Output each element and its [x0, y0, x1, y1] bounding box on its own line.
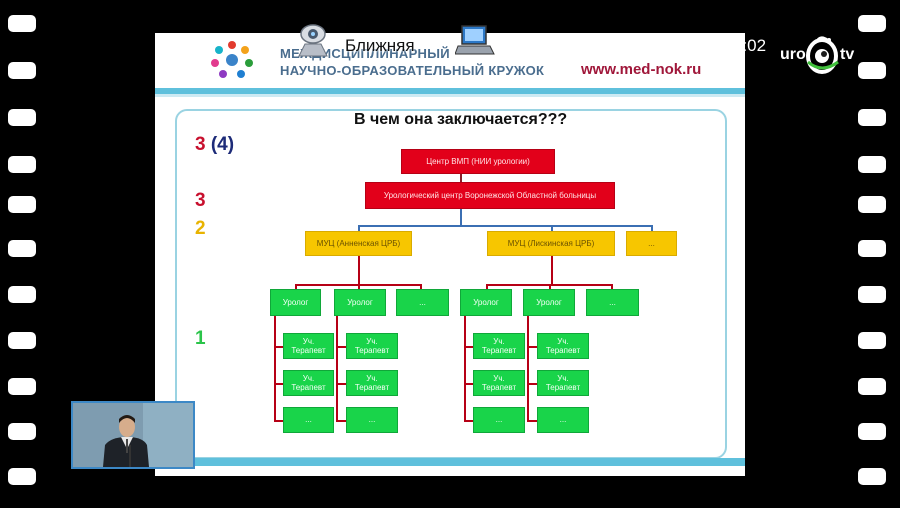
- film-hole: [8, 286, 36, 303]
- film-hole: [858, 423, 886, 440]
- org-box-therapist: Уч. Терапевт: [283, 333, 334, 359]
- film-hole: [858, 62, 886, 79]
- org-box-therapist: Уч. Терапевт: [283, 370, 334, 396]
- connector-line: [274, 316, 276, 421]
- connector-line: [464, 316, 466, 421]
- film-hole: [858, 196, 886, 213]
- connector-line: [551, 255, 553, 285]
- org-box-therapist: Уч. Терапевт: [473, 370, 525, 396]
- film-hole: [8, 196, 36, 213]
- film-hole: [8, 156, 36, 173]
- org-box-therapist: Уч. Терапевт: [537, 370, 589, 396]
- film-hole: [8, 332, 36, 349]
- org-box-urolog: Уролог: [523, 289, 575, 316]
- org-box-muc-right: МУЦ (Лискинская ЦРБ): [487, 231, 615, 256]
- org-box-urolog-more: ...: [586, 289, 639, 316]
- org-box-therapist-more: ...: [346, 407, 398, 433]
- connector-line: [551, 225, 553, 233]
- org-box-urolog: Уролог: [460, 289, 512, 316]
- org-box-regional-center: Урологический центр Воронежской Областно…: [365, 182, 615, 209]
- connector-line: [358, 225, 653, 227]
- film-hole: [858, 378, 886, 395]
- film-hole: [858, 468, 886, 485]
- org-box-urolog: Уролог: [270, 289, 321, 316]
- level-label-main: 3: [195, 134, 206, 155]
- header-title-line2: НАУЧНО-ОБРАЗОВАТЕЛЬНЫЙ КРУЖОК: [280, 63, 545, 78]
- logo-text-right: tv: [840, 46, 855, 63]
- urotv-logo-icon: [806, 36, 839, 74]
- org-box-therapist-more: ...: [283, 407, 334, 433]
- org-box-therapist: Уч. Терапевт: [473, 333, 525, 359]
- film-hole: [858, 109, 886, 126]
- connector-line: [527, 420, 537, 422]
- webcam-icon: [298, 24, 328, 57]
- org-box-vmp-center: Центр ВМП (НИИ урологии): [401, 149, 555, 174]
- film-hole: [858, 15, 886, 32]
- org-box-muc-more: ...: [626, 231, 677, 256]
- level-label-3: 3: [195, 190, 206, 211]
- org-box-therapist-more: ...: [473, 407, 525, 433]
- connector-line: [336, 383, 346, 385]
- logo-text-left: uro: [780, 46, 806, 63]
- connector-line: [527, 383, 537, 385]
- org-box-urolog: Уролог: [334, 289, 386, 316]
- footer-bar: [155, 458, 745, 466]
- presenter-figure: [73, 403, 193, 467]
- org-box-therapist: Уч. Терапевт: [346, 370, 398, 396]
- film-hole: [858, 240, 886, 257]
- connector-line: [460, 174, 462, 182]
- film-strip-right: [858, 0, 898, 508]
- film-hole: [8, 15, 36, 32]
- laptop-icon: [455, 25, 495, 55]
- org-box-therapist-more: ...: [537, 407, 589, 433]
- level-label-3-4: 3 (4): [195, 134, 234, 156]
- film-hole: [858, 156, 886, 173]
- connector-line: [336, 346, 346, 348]
- connector-line: [358, 225, 360, 233]
- org-box-urolog-more: ...: [396, 289, 449, 316]
- level-label-paren: (4): [210, 134, 235, 155]
- level-label-2: 2: [195, 218, 206, 239]
- film-hole: [858, 332, 886, 349]
- connector-line: [460, 208, 462, 226]
- level-label-1: 1: [195, 328, 206, 349]
- film-hole: [8, 109, 36, 126]
- connector-line: [336, 420, 346, 422]
- film-hole: [8, 468, 36, 485]
- film-hole: [8, 240, 36, 257]
- org-box-therapist: Уч. Терапевт: [346, 333, 398, 359]
- presentation-slide: МЕЖДИСЦИПЛИНАРНЫЙ НАУЧНО-ОБРАЗОВАТЕЛЬНЫЙ…: [155, 33, 745, 476]
- connector-line: [358, 255, 360, 285]
- film-hole: [8, 423, 36, 440]
- presenter-video: [71, 401, 195, 469]
- connector-line: [527, 316, 529, 421]
- film-hole: [858, 286, 886, 303]
- film-hole: [8, 62, 36, 79]
- org-box-therapist: Уч. Терапевт: [537, 333, 589, 359]
- connector-line: [336, 316, 338, 421]
- header-url: www.med-nok.ru: [581, 61, 702, 78]
- slide-question: В чем она заключается???: [354, 111, 568, 128]
- people-circle-logo-icon: [211, 41, 253, 78]
- header-bar: [155, 88, 745, 94]
- video-timestamp: 1:02: [733, 36, 767, 55]
- connector-line: [651, 225, 653, 233]
- film-strip-left: [8, 0, 48, 508]
- urotv-logo: uro tv: [780, 36, 860, 76]
- org-box-muc-left: МУЦ (Анненская ЦРБ): [305, 231, 412, 256]
- connector-line: [527, 346, 537, 348]
- header-bar-light: [155, 94, 745, 97]
- film-hole: [8, 378, 36, 395]
- overlay-label: Ближняя: [345, 36, 415, 55]
